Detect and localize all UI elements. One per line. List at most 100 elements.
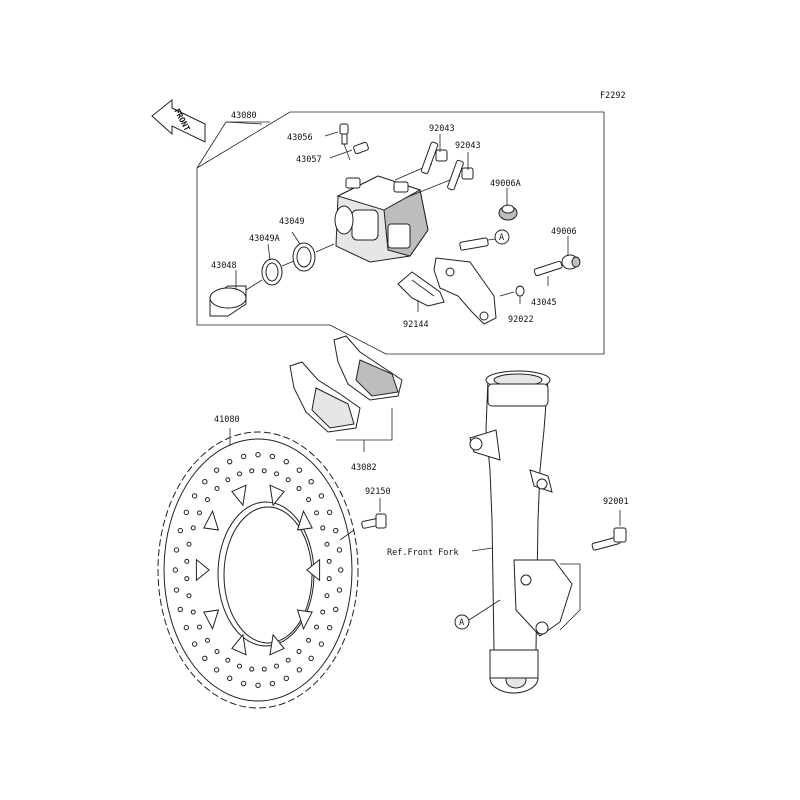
disc-vent-hole — [214, 485, 220, 491]
disc-vent-hole — [190, 609, 196, 615]
disc-vent-hole — [336, 587, 343, 593]
disc-vent-hole — [255, 452, 261, 458]
disc-vent-hole — [333, 527, 339, 534]
disc-vent-hole — [202, 655, 208, 662]
callout-a-lower: A — [454, 599, 501, 630]
pad-spring — [397, 271, 445, 307]
disc-vent-hole — [296, 667, 303, 673]
disc-vent-hole — [183, 624, 190, 631]
disc-vent-hole — [261, 666, 267, 672]
piston-seal — [292, 242, 316, 272]
caliper-assembly-frame — [196, 111, 605, 355]
disc-vent-hole — [285, 477, 291, 483]
disc-vent-hole — [240, 453, 247, 460]
caliper-bolt-upper — [394, 141, 448, 181]
disc-vent-hole — [177, 606, 183, 613]
disc-cutout — [195, 558, 210, 582]
label-bolt-upper: 92043 — [429, 124, 455, 134]
front-direction-arrow: FRONT — [151, 98, 206, 143]
bleed-valve — [339, 123, 351, 161]
disc-vent-hole — [318, 641, 325, 647]
disc-vent-hole — [283, 675, 289, 682]
label-bolt-lower: 92043 — [455, 141, 481, 151]
label-brake-pads: 43082 — [351, 463, 377, 473]
disc-vent-hole — [186, 541, 192, 547]
disc-vent-hole — [184, 558, 190, 564]
disc-vent-hole — [308, 478, 314, 485]
disc-vent-hole — [184, 576, 190, 582]
disc-vent-hole — [225, 477, 231, 483]
disc-vent-hole — [237, 663, 243, 669]
disc-vent-hole — [213, 467, 220, 473]
label-bracket-pin: 43045 — [531, 298, 557, 308]
disc-vent-hole — [173, 587, 180, 593]
disc-vent-hole — [314, 510, 320, 516]
disc-vent-hole — [227, 458, 233, 465]
label-boot: 49006 — [551, 227, 577, 237]
disc-cutout — [296, 509, 313, 531]
caliper-bracket — [433, 237, 497, 325]
disc-vent-hole — [296, 649, 302, 655]
disc-vent-hole — [204, 637, 210, 643]
label-piston-seal: 43049 — [279, 217, 305, 227]
disc-vent-hole — [255, 682, 261, 688]
disc-vent-hole — [213, 667, 220, 673]
disc-vent-hole — [306, 497, 312, 503]
disc-vent-hole — [191, 641, 198, 647]
disc-vent-hole — [320, 609, 326, 615]
label-dust-seal: 43049A — [249, 234, 280, 244]
disc-cutout — [269, 633, 285, 656]
disc-vent-hole — [237, 471, 243, 477]
label-bleed-valve: 43056 — [287, 133, 313, 143]
label-boot-a: 49006A — [490, 179, 521, 189]
disc-vent-hole — [338, 567, 344, 573]
disc-vent-hole — [173, 547, 180, 553]
disc-vent-hole — [320, 525, 326, 531]
disc-vent-hole — [214, 649, 220, 655]
disc-vent-hole — [333, 606, 339, 613]
disc-vent-hole — [191, 493, 198, 499]
disc-vent-hole — [225, 657, 231, 663]
disc-cutout — [203, 609, 220, 631]
label-ref-front-fork: Ref.Front Fork — [387, 548, 459, 558]
disc-vent-hole — [283, 458, 289, 465]
label-o-ring: 92022 — [508, 315, 534, 325]
label-disc-bolt: 92150 — [365, 487, 391, 497]
disc-vent-hole — [326, 509, 333, 516]
front-fork — [469, 370, 573, 694]
disc-vent-hole — [273, 663, 279, 669]
svg-text:A: A — [499, 233, 504, 243]
label-caliper-assy: 43080 — [231, 111, 257, 121]
figure-code: F2292 — [600, 91, 626, 101]
disc-vent-hole — [314, 624, 320, 630]
disc-vent-hole — [324, 541, 330, 547]
disc-vent-hole — [269, 680, 276, 687]
boot-a — [498, 204, 518, 221]
disc-vent-hole — [308, 655, 314, 662]
piston — [209, 285, 247, 317]
disc-vent-hole — [306, 637, 312, 643]
label-valve-cap: 43057 — [296, 155, 322, 165]
disc-vent-hole — [318, 493, 325, 499]
disc-vent-hole — [190, 525, 196, 531]
bracket-pin — [533, 260, 563, 277]
disc-cutout — [306, 558, 321, 582]
boot — [561, 254, 581, 270]
callout-a-upper: A — [494, 229, 510, 245]
disc-vent-hole — [177, 527, 183, 534]
label-piston: 43048 — [211, 261, 237, 271]
disc-bolt — [339, 513, 387, 541]
disc-vent-hole — [296, 485, 302, 491]
label-disc: 41080 — [214, 415, 240, 425]
valve-cap — [353, 141, 369, 155]
o-ring — [515, 285, 525, 297]
disc-cutout — [269, 484, 285, 507]
disc-vent-hole — [227, 675, 233, 682]
brake-pad-rear — [333, 335, 403, 401]
disc-cutout — [203, 509, 220, 531]
caliper-body — [334, 175, 429, 263]
caliper-bolt-lower — [404, 159, 474, 199]
disc-cutout — [231, 633, 247, 656]
disc-vent-hole — [172, 567, 178, 573]
disc-vent-hole — [269, 453, 276, 460]
